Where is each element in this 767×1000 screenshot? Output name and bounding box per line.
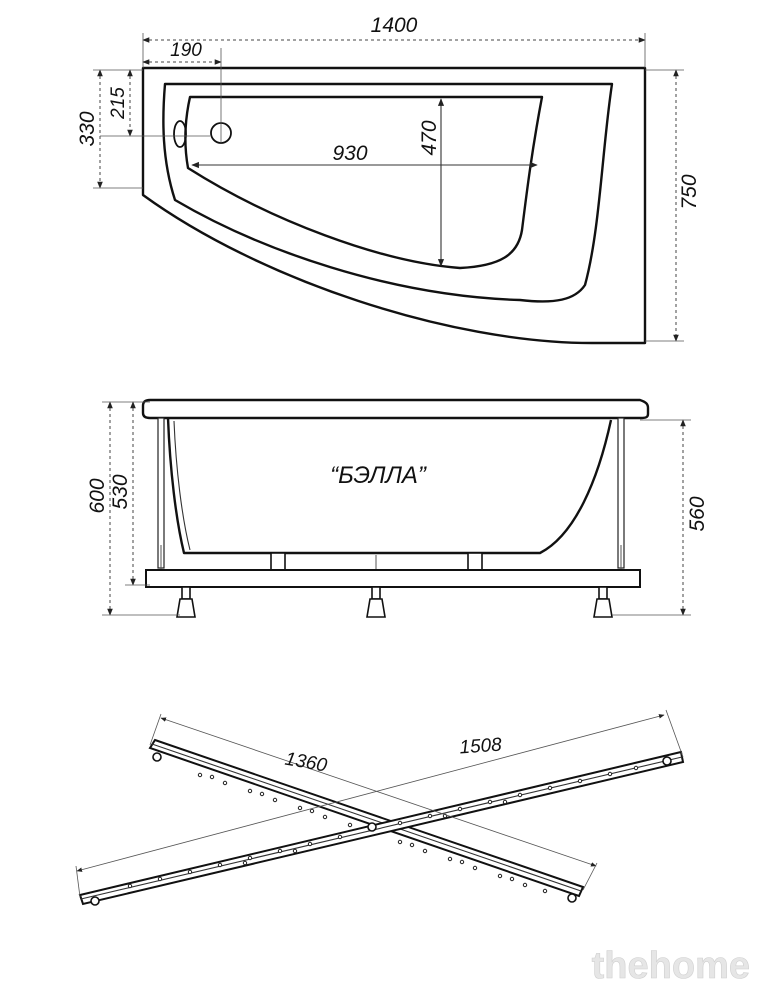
- dim-470: 470: [418, 120, 441, 155]
- frame-bar-long: [78, 750, 685, 906]
- dim-600: 600: [86, 478, 109, 513]
- dim-930: 930: [332, 142, 367, 165]
- tub-body: [166, 417, 613, 555]
- tub-inner-rim: [162, 82, 614, 303]
- tub-rim: [141, 398, 650, 420]
- dim-1508: 1508: [459, 735, 503, 759]
- tub-outer-rim: [141, 66, 647, 345]
- dim-215: 215: [108, 87, 129, 120]
- dim-560: 560: [686, 496, 709, 531]
- feet: [176, 586, 613, 618]
- dim-190: 190: [170, 40, 202, 61]
- tub-body-inner-line: [173, 420, 191, 551]
- model-name: “БЭЛЛА”: [330, 462, 427, 489]
- tub-bowl: [184, 95, 544, 270]
- top-view: 1400 190 330 215 930 470 750: [76, 14, 701, 345]
- side-view: “БЭЛЛА” 600 530 560: [86, 398, 709, 618]
- support-block-right: [467, 552, 483, 571]
- dim-750: 750: [678, 174, 701, 209]
- dim-1400: 1400: [371, 14, 418, 37]
- base-frame: [145, 569, 641, 588]
- dim-330: 330: [76, 111, 99, 146]
- frame-view: 1360 1508: [75, 709, 685, 906]
- support-block-left: [270, 552, 286, 571]
- dim-1360: 1360: [283, 749, 329, 777]
- dim-530: 530: [109, 474, 132, 509]
- overflow-oval: [173, 120, 187, 148]
- watermark: thehome: [592, 945, 750, 987]
